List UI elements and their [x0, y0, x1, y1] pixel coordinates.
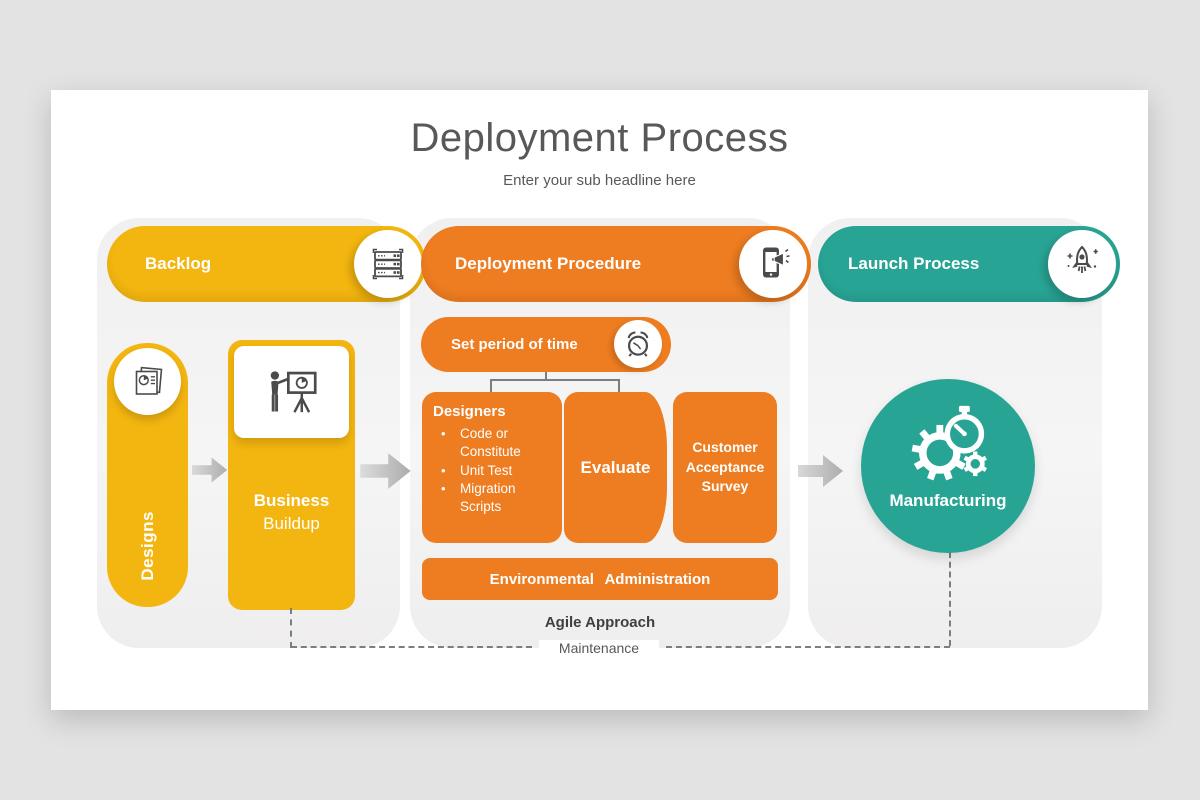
rocket-icon	[1048, 230, 1116, 298]
business-label-line1: Business	[253, 491, 330, 510]
business-label-line2: Buildup	[263, 513, 320, 533]
flow-arrow-business-to-deployment	[359, 452, 413, 495]
backlog-header-label: Backlog	[145, 254, 212, 273]
business-buildup-box: Business Buildup	[228, 340, 355, 610]
maintenance-dash-right-vertical	[949, 552, 951, 646]
designs-label: Designs	[137, 511, 157, 581]
designers-box: Designers Code or Constitute Unit Test M…	[422, 392, 562, 543]
designers-bullet-list: Code or Constitute Unit Test Migration S…	[433, 425, 556, 516]
business-buildup-label: Business Buildup	[228, 490, 355, 536]
evaluate-box: Evaluate	[564, 392, 667, 543]
maintenance-dash-right-horizontal	[666, 646, 950, 648]
deployment-header-pill: Deployment Procedure	[421, 226, 811, 302]
designers-bullet: Unit Test	[441, 462, 556, 480]
environmental-administration-bar: Environmental Administration	[422, 558, 778, 600]
connector-stem	[545, 372, 547, 380]
designers-bullet: Migration Scripts	[441, 480, 556, 516]
alarm-clock-icon	[614, 320, 662, 368]
maintenance-label: Maintenance	[539, 640, 659, 656]
phone-announcement-icon	[739, 230, 807, 298]
designers-bullet: Code or Constitute	[441, 425, 556, 461]
launch-header-pill: Launch Process	[818, 226, 1120, 302]
documents-chart-icon	[114, 348, 181, 415]
backlog-header-pill: Backlog	[107, 226, 426, 302]
server-rack-icon	[354, 230, 422, 298]
manufacturing-circle: Manufacturing	[861, 379, 1035, 553]
page-subtitle: Enter your sub headline here	[503, 172, 696, 189]
set-period-pill: Set period of time	[421, 317, 671, 372]
manufacturing-label: Manufacturing	[889, 491, 1007, 510]
launch-header-label: Launch Process	[848, 254, 980, 273]
flow-arrow-designs-to-business	[192, 454, 228, 491]
maintenance-dash-left-horizontal	[291, 646, 532, 648]
flow-arrow-deployment-to-launch	[798, 454, 844, 493]
gears-stopwatch-icon	[903, 401, 993, 488]
deployment-header-label: Deployment Procedure	[455, 254, 642, 273]
environmental-administration-label: Environmental Administration	[489, 570, 711, 588]
customer-acceptance-box: Customer Acceptance Survey	[673, 392, 777, 543]
agile-approach-label: Agile Approach	[544, 614, 656, 631]
evaluate-label: Evaluate	[580, 457, 651, 477]
presenter-board-icon	[234, 346, 349, 438]
connector-bracket	[490, 379, 620, 394]
slide-card: Deployment Process Enter your sub headli…	[51, 90, 1148, 710]
maintenance-dash-left-vertical	[290, 608, 292, 648]
page-title: Deployment Process	[410, 116, 789, 160]
set-period-label: Set period of time	[451, 336, 578, 353]
customer-acceptance-label: Customer Acceptance Survey	[685, 439, 765, 495]
designs-pill: Designs	[107, 343, 188, 607]
designers-heading: Designers	[433, 403, 506, 420]
